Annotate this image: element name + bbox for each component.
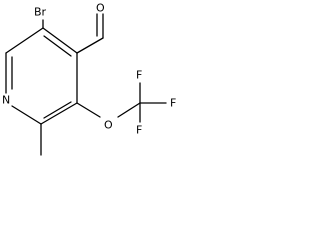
ether-oxygen-label: O — [104, 119, 113, 132]
bond-n1-c2 — [11, 105, 42, 125]
bond-c2-c3 — [40, 102, 78, 125]
structure-diagram: Br O N O F F F — [2, 2, 176, 156]
bond-c4-c5-inner — [43, 35, 72, 57]
bond-c3-o — [76, 102, 101, 118]
bond-c4-cho — [76, 37, 104, 54]
bromine-label: Br — [34, 6, 47, 19]
ring-nitrogen-label: N — [2, 94, 10, 107]
bond-c2-c3-inner — [43, 101, 72, 119]
aldehyde-oxygen-label: O — [96, 2, 105, 15]
bond-c5-c6 — [5, 27, 44, 54]
bond-c4-c5 — [42, 27, 78, 54]
bond-o-cf3 — [117, 102, 141, 118]
fluorine-top-label: F — [136, 69, 142, 82]
fluorine-right-label: F — [170, 97, 176, 110]
fluorine-bottom-label: F — [136, 124, 142, 137]
